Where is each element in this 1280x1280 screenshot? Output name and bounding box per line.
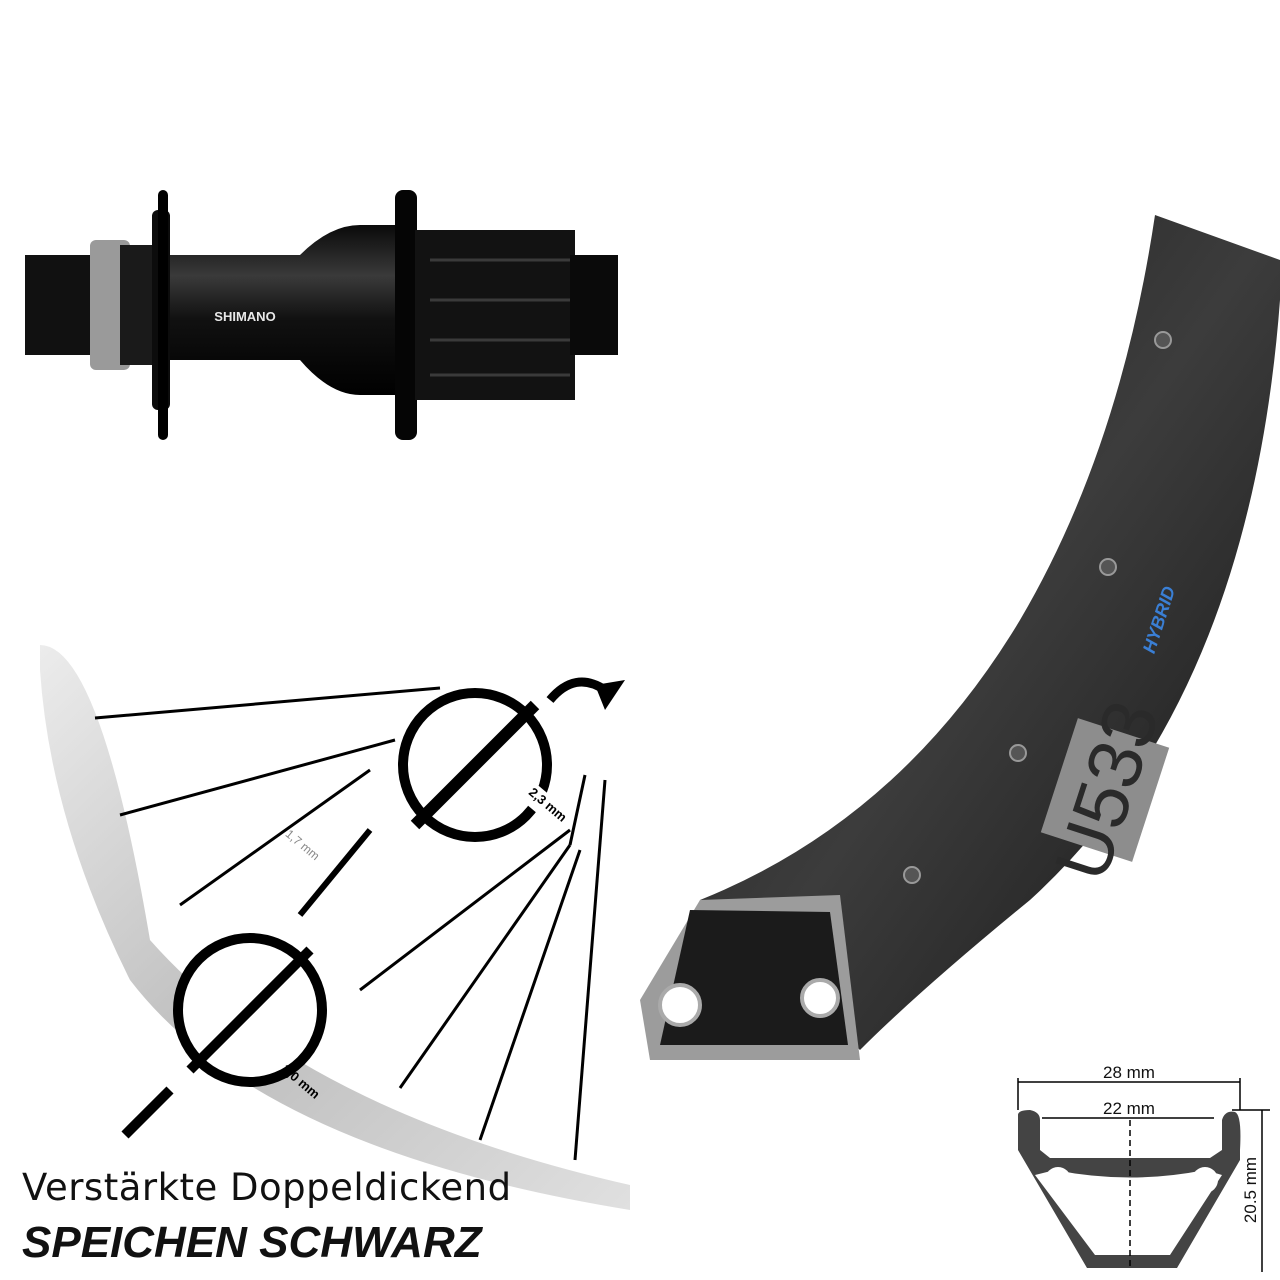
spoke-diagram: 2,3 mm 1,7 mm 2,0 mm xyxy=(40,645,630,1210)
spoke-zoom-circle: 2,3 mm xyxy=(398,688,571,842)
nipple-arrow-icon xyxy=(546,677,608,704)
outer-width-label: 28 mm xyxy=(1103,1063,1155,1082)
inner-width-label: 22 mm xyxy=(1103,1099,1155,1118)
height-label: 20.5 mm xyxy=(1241,1157,1260,1223)
caption-line-2: SPEICHEN SCHWARZ xyxy=(22,1218,482,1267)
hub: SHIMANO xyxy=(25,190,618,440)
caption-line-1: Verstärkte Doppeldickend xyxy=(22,1166,512,1209)
spoke-label-thin: 1,7 mm xyxy=(283,827,323,863)
hub-brand: SHIMANO xyxy=(214,309,275,324)
rim-profile-diagram: 28 mm 22 mm 20.5 mm xyxy=(1017,1063,1270,1272)
rim: U533 HYBRID xyxy=(640,215,1280,1060)
